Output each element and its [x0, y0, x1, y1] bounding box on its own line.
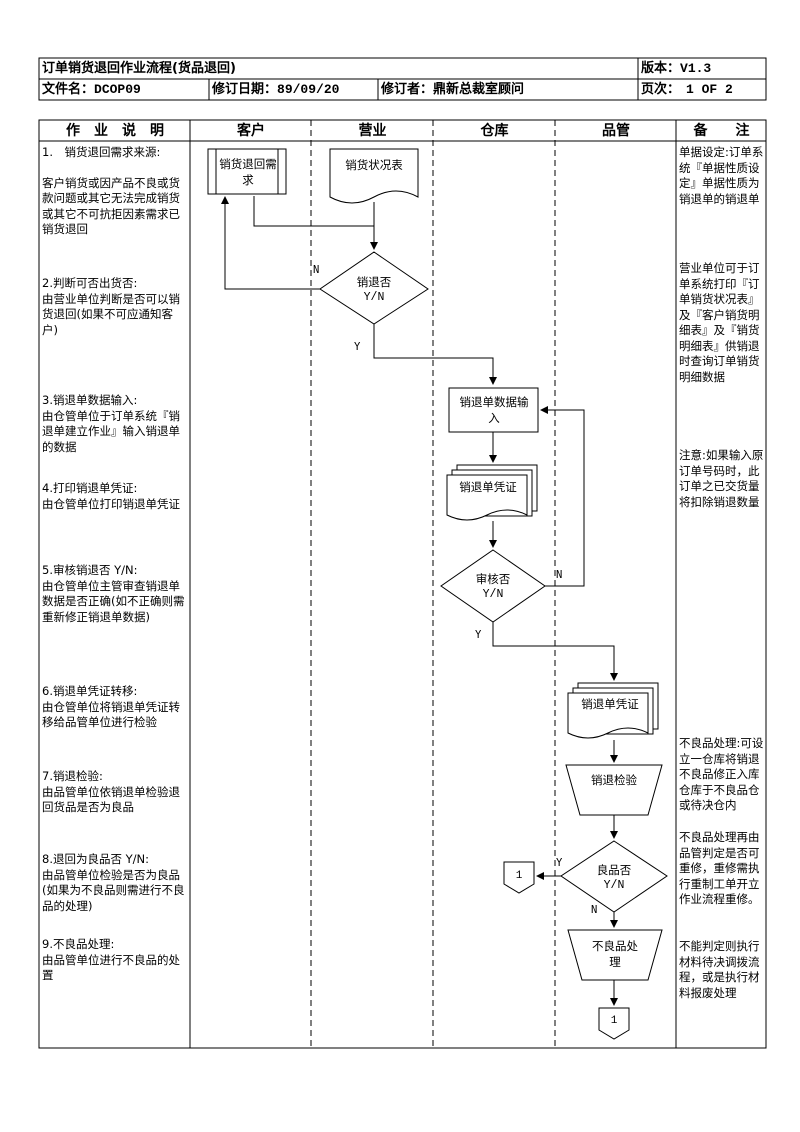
revise-date-label: 修订日期： — [212, 82, 278, 97]
return-inspect-trapezoid — [565, 764, 663, 816]
branch-n-review: N — [556, 569, 563, 581]
step-body: 由仓管单位主管审查销退单数据是否正确(如不正确则需重新修正销退单数据) — [42, 578, 185, 624]
flow-arrow-n-back-to-input — [540, 406, 585, 587]
defect-handling-trapezoid — [567, 929, 663, 981]
reviser-label: 修订者： — [381, 82, 434, 97]
return-voucher-qc-text: 销退单凭证 — [581, 697, 639, 711]
step-title: 7.销退检验: — [42, 769, 103, 783]
return-voucher-multidoc-wh — [446, 464, 538, 521]
note-defect-scrap: 不能判定则执行材料待决调拨流程，或是执行材料报废处理 — [679, 939, 760, 1000]
step-title: 3.销退单数据输入: — [42, 393, 138, 407]
file-label: 文件名： — [42, 82, 95, 97]
step-title: 6.销退单凭证转移: — [42, 684, 138, 698]
step-title: 8.退回为良品否 Y/N: — [42, 852, 150, 866]
decision-good-label: 良品否 — [596, 863, 632, 877]
col-header-desc: 作 业 说 明 — [66, 123, 164, 139]
reviser-field: 修订者：鼎新总裁室顾问 — [381, 81, 524, 99]
decision-good-yn: Y/N — [603, 879, 625, 892]
flow-line-request — [253, 196, 374, 227]
revise-date-value: 89/09/20 — [277, 82, 340, 97]
step-body: 由品管单位检验是否为良品(如果为不良品则需进行不良品的处理) — [42, 867, 185, 913]
decision-review-label: 审核否 — [475, 572, 511, 586]
sales-report-document — [329, 148, 419, 204]
page-label: 页次： — [641, 82, 681, 97]
sales-report-text: 销货状况表 — [345, 158, 403, 172]
connector-a-label: 1 — [515, 870, 523, 882]
step-title: 9.不良品处理: — [42, 937, 115, 951]
branch-y-good: Y — [556, 857, 563, 869]
return-input-box — [448, 387, 539, 433]
return-voucher-multidoc-qc — [567, 682, 659, 739]
reviser-value: 鼎新总裁室顾问 — [433, 82, 525, 97]
flow-arrow-n-to-customer — [221, 196, 320, 290]
file-field: 文件名：DCOP09 — [42, 81, 141, 99]
page-value: 1 OF 2 — [686, 82, 733, 97]
step-2: 2.判断可否出货否: 由营业单位判断是否可以销货退回(如果不可应通知客户) — [42, 276, 188, 338]
note-defect-warehouse: 不良品处理:可设立一仓库将销退不良品修正入库仓库于不良品仓或待决仓内 — [679, 736, 764, 812]
step-title: 4.打印销退单凭证: — [42, 481, 138, 495]
note-sales-report: 营业单位可于订单系统打印『订单销货状况表』及『客户销货明细表』及『销货明细表』供… — [679, 261, 760, 384]
flow-arrow-y-to-input — [373, 324, 497, 385]
offpage-connector-b — [598, 1007, 630, 1040]
branch-n-good: N — [591, 904, 598, 916]
connector-b-label: 1 — [610, 1015, 618, 1027]
customer-request-box — [207, 148, 287, 195]
branch-y-review: Y — [475, 629, 482, 641]
note-defect-rework: 不良品处理再由品管判定是否可重修，重修需执行重制工单开立作业流程重修。 — [679, 830, 760, 906]
defect-handling-text: 不良品处理 — [592, 939, 638, 969]
step-body: 由营业单位判断是否可以销货退回(如果不可应通知客户) — [42, 291, 180, 337]
offpage-connector-a — [503, 861, 535, 894]
decision-review-text: 审核否 Y/N — [459, 571, 527, 603]
col-header-remarks: 备 注 — [693, 123, 750, 139]
version-value: V1.3 — [680, 61, 712, 76]
step-9: 9.不良品处理: 由品管单位进行不良品的处置 — [42, 937, 188, 984]
step-title: 1. 销货退回需求来源: — [42, 145, 161, 159]
step-title: 2.判断可否出货否: — [42, 276, 138, 290]
col-header-qc: 品管 — [602, 123, 630, 139]
page-field: 页次： 1 OF 2 — [641, 81, 733, 99]
decision-return-label: 销退否 — [356, 275, 392, 289]
decision-review-yn: Y/N — [482, 588, 504, 601]
return-input-text: 销退单数据输入 — [459, 395, 529, 425]
step-body: 由仓管单位将销退单凭证转移给品管单位进行检验 — [42, 699, 180, 730]
step-body: 客户销货或因产品不良或货款问题或其它无法完成销货或其它不可抗拒因素需求已销货退回 — [42, 175, 180, 237]
version-label: 版本： — [641, 61, 681, 76]
step-1: 1. 销货退回需求来源: 客户销货或因产品不良或货款问题或其它无法完成销货或其它… — [42, 145, 188, 238]
decision-good-text: 良品否 Y/N — [580, 862, 648, 894]
branch-y-return: Y — [354, 341, 361, 353]
decision-return-yn: Y/N — [363, 291, 385, 304]
version-field: 版本：V1.3 — [641, 60, 711, 78]
step-8: 8.退回为良品否 Y/N: 由品管单位检验是否为良品(如果为不良品则需进行不良品… — [42, 852, 188, 914]
branch-n-return: N — [313, 264, 320, 276]
customer-request-text: 销货退回需求 — [219, 157, 277, 187]
col-header-customer: 客户 — [237, 123, 265, 139]
step-7: 7.销退检验: 由品管单位依销退单检验退回货品是否为良品 — [42, 769, 188, 816]
step-6: 6.销退单凭证转移: 由仓管单位将销退单凭证转移给品管单位进行检验 — [42, 684, 188, 731]
step-5: 5.审核销退否 Y/N: 由仓管单位主管审查销退单数据是否正确(如不正确则需重新… — [42, 563, 188, 625]
note-attention: 注意:如果输入原订单号码时，此订单之已交货量将扣除销退数量 — [679, 448, 764, 509]
flow-arrow-y-to-qc — [492, 622, 618, 681]
file-value: DCOP09 — [94, 82, 141, 97]
step-3: 3.销退单数据输入: 由仓管单位于订单系统『销退单建立作业』输入销退单的数据 — [42, 393, 188, 455]
note-document-setting: 单据设定:订单系统『单据性质设定』单据性质为销退单的销退单 — [679, 145, 764, 206]
step-body: 由仓管单位于订单系统『销退单建立作业』输入销退单的数据 — [42, 408, 180, 454]
step-title: 5.审核销退否 Y/N: — [42, 563, 138, 577]
step-body: 由仓管单位打印销退单凭证 — [42, 496, 180, 511]
decision-return-text: 销退否 Y/N — [340, 274, 408, 306]
step-body: 由品管单位进行不良品的处置 — [42, 952, 180, 983]
step-body: 由品管单位依销退单检验退回货品是否为良品 — [42, 784, 180, 815]
revise-date-field: 修订日期：89/09/20 — [212, 81, 339, 99]
return-voucher-wh-text: 销退单凭证 — [459, 480, 517, 494]
step-4: 4.打印销退单凭证: 由仓管单位打印销退单凭证 — [42, 481, 188, 512]
col-header-sales: 营业 — [358, 123, 387, 139]
return-inspect-text: 销退检验 — [591, 773, 637, 787]
col-header-warehouse: 仓库 — [480, 123, 509, 139]
document-title: 订单销货退回作业流程(货品退回) — [42, 61, 236, 76]
